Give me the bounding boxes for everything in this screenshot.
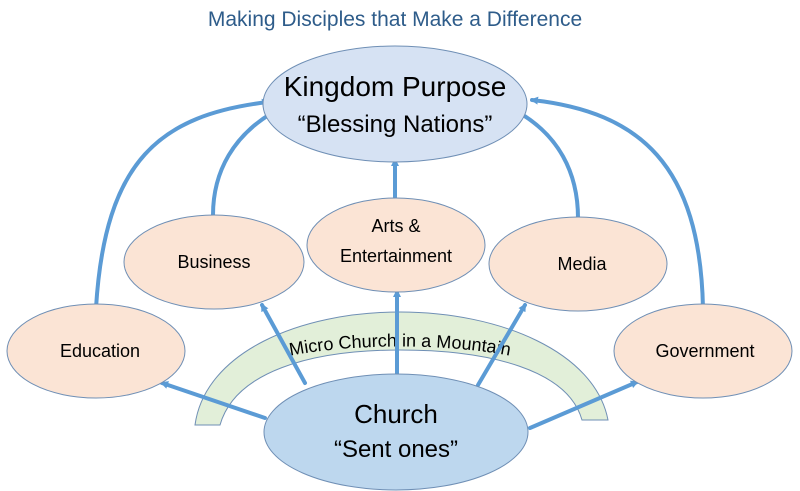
kingdom-purpose-subtitle: “Blessing Nations” bbox=[298, 111, 493, 138]
arrow-government-to-kingdom bbox=[530, 96, 705, 310]
arrows-to-kingdom bbox=[94, 96, 705, 310]
arrow-church-to-government bbox=[528, 380, 639, 430]
media-label: Media bbox=[557, 254, 607, 274]
kingdom-purpose-ellipse bbox=[262, 45, 528, 163]
church-ellipse bbox=[263, 373, 529, 491]
arts-label-line2: Entertainment bbox=[340, 246, 452, 266]
media-ellipse bbox=[488, 216, 668, 312]
government-ellipse bbox=[613, 303, 793, 399]
diagram-title: Making Disciples that Make a Difference bbox=[208, 8, 582, 31]
arrow-education-to-kingdom bbox=[94, 98, 270, 310]
church-subtitle: “Sent ones” bbox=[334, 436, 458, 463]
church-title: Church bbox=[354, 399, 438, 429]
arts-entertainment-ellipse bbox=[306, 197, 486, 293]
arrows-from-church bbox=[160, 289, 639, 430]
arrow-church-to-education bbox=[160, 381, 267, 420]
business-ellipse bbox=[123, 214, 305, 310]
arts-label-line1: Arts & bbox=[371, 216, 420, 236]
kingdom-purpose-title: Kingdom Purpose bbox=[284, 71, 507, 102]
arrow-business-to-kingdom bbox=[211, 111, 274, 217]
arrow-media-to-kingdom bbox=[516, 110, 580, 220]
business-label: Business bbox=[177, 252, 250, 272]
education-ellipse bbox=[6, 303, 186, 399]
education-label: Education bbox=[60, 341, 140, 361]
arrow-church-to-business bbox=[260, 303, 307, 385]
government-label: Government bbox=[655, 341, 754, 361]
arrow-church-to-media bbox=[476, 303, 527, 387]
